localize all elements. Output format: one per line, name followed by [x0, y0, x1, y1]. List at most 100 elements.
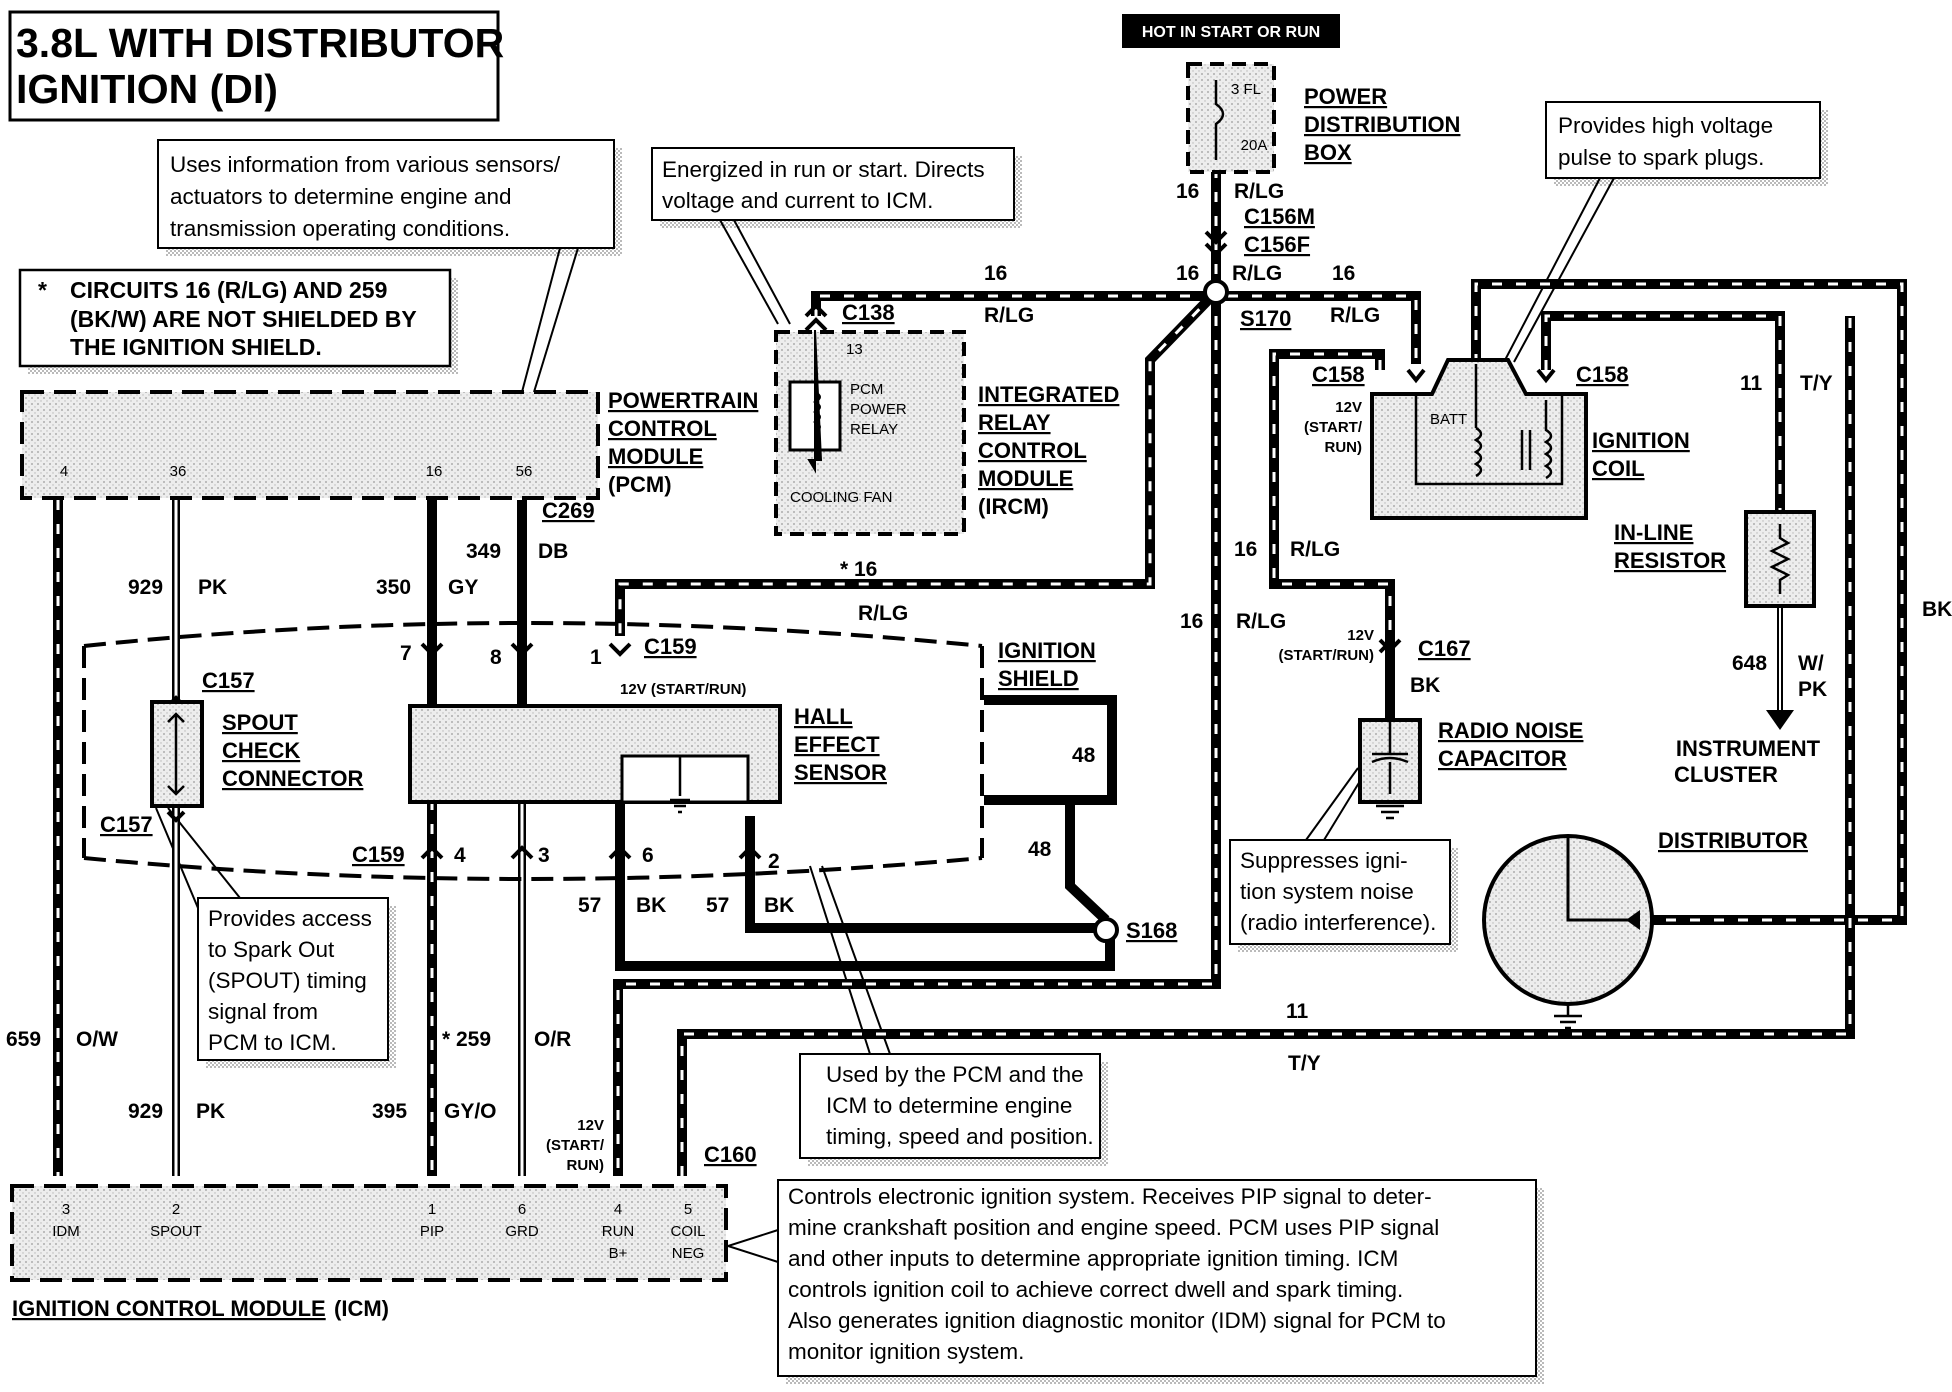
hall-effect-sensor: 12V (START/RUN) HALL EFFECT SENSOR [408, 681, 887, 814]
icm-info-callout: Controls electronic ignition system. Rec… [724, 1179, 1544, 1384]
svg-text:IGNITION CONTROL MODULE: IGNITION CONTROL MODULE [12, 1296, 326, 1321]
svg-text:O/W: O/W [76, 1028, 118, 1051]
svg-text:(BK/W) ARE NOT SHIELDED BY: (BK/W) ARE NOT SHIELDED BY [70, 306, 417, 332]
svg-text:4: 4 [60, 463, 68, 480]
svg-text:48: 48 [1072, 744, 1096, 767]
svg-text:C160: C160 [704, 1142, 757, 1167]
svg-text:(radio interference).: (radio interference). [1240, 910, 1436, 935]
svg-text:COIL: COIL [1592, 456, 1645, 481]
svg-text:(START/RUN): (START/RUN) [1278, 647, 1374, 664]
svg-text:DISTRIBUTOR: DISTRIBUTOR [1658, 828, 1808, 853]
svg-text:controls ignition coil to achi: controls ignition coil to achieve correc… [788, 1277, 1403, 1302]
svg-text:16: 16 [426, 463, 443, 480]
svg-text:BOX: BOX [1304, 140, 1352, 165]
icm-pin-number: 5 [684, 1201, 692, 1218]
wire-labels: 16 R/LG 16 R/LG 16 R/LG 16 R/LG * 16 R/L… [6, 180, 1952, 1123]
coil-info-callout: Provides high voltage pulse to spark plu… [1503, 101, 1828, 363]
svg-text:RUN): RUN) [1325, 439, 1363, 456]
svg-text:7: 7 [400, 642, 412, 665]
svg-text:CONTROL: CONTROL [608, 416, 717, 441]
svg-text:(START/: (START/ [1304, 419, 1363, 436]
pcm-module: 4 36 16 56 POWERTRAIN CONTROL MODULE (PC… [20, 388, 758, 523]
svg-text:voltage and current to ICM.: voltage and current to ICM. [662, 188, 933, 213]
in-line-resistor: IN-LINE RESISTOR [1614, 510, 1816, 608]
svg-text:* 259: * 259 [442, 1028, 491, 1051]
svg-text:RESISTOR: RESISTOR [1614, 548, 1726, 573]
svg-text:monitor ignition system.: monitor ignition system. [788, 1339, 1024, 1364]
svg-text:signal from: signal from [208, 999, 318, 1024]
splice-s168 [1093, 917, 1119, 943]
svg-text:IGNITION: IGNITION [1592, 428, 1690, 453]
svg-text:INSTRUMENT: INSTRUMENT [1676, 736, 1821, 761]
svg-text:POWER: POWER [850, 401, 907, 418]
svg-text:3 FL: 3 FL [1231, 81, 1261, 98]
svg-text:11: 11 [1286, 1000, 1309, 1023]
svg-text:395: 395 [372, 1100, 407, 1123]
svg-text:CAPACITOR: CAPACITOR [1438, 746, 1567, 771]
svg-text:Uses information from various: Uses information from various sensors/ [170, 152, 561, 177]
svg-text:O/R: O/R [534, 1028, 571, 1051]
svg-text:648: 648 [1732, 652, 1767, 675]
svg-text:SPOUT: SPOUT [222, 710, 298, 735]
svg-text:PK: PK [1798, 678, 1827, 701]
relay-info-callout: Energized in run or start. Directs volta… [651, 147, 1022, 325]
svg-text:1: 1 [590, 646, 602, 669]
connector-labels: C156M C156F S170 C159 C159 S168 C160 7 8… [352, 204, 1315, 1174]
svg-text:RELAY: RELAY [850, 421, 898, 438]
svg-text:CHECK: CHECK [222, 738, 300, 763]
radio-noise-capacitor: RADIO NOISE CAPACITOR C167 12V (START/RU… [1278, 627, 1583, 820]
distributor: DISTRIBUTOR [1482, 828, 1808, 1030]
svg-text:C157: C157 [100, 812, 153, 837]
svg-text:RELAY: RELAY [978, 410, 1051, 435]
svg-text:R/LG: R/LG [1330, 304, 1380, 327]
shielding-note: * CIRCUITS 16 (R/LG) AND 259 (BK/W) ARE … [18, 268, 458, 374]
svg-text:THE IGNITION SHIELD.: THE IGNITION SHIELD. [70, 334, 322, 360]
svg-text:Suppresses igni-: Suppresses igni- [1240, 848, 1408, 873]
svg-text:349: 349 [466, 540, 501, 563]
svg-text:PK: PK [196, 1100, 225, 1123]
svg-text:659: 659 [6, 1028, 41, 1051]
icm-pin-name: RUN [602, 1223, 635, 1240]
hall-info-callout: Used by the PCM and the ICM to determine… [799, 865, 1108, 1166]
svg-text:tion system noise: tion system noise [1240, 879, 1414, 904]
svg-text:12V: 12V [1335, 399, 1362, 416]
svg-text:(START/: (START/ [546, 1137, 605, 1154]
svg-text:CIRCUITS 16 (R/LG) AND 259: CIRCUITS 16 (R/LG) AND 259 [70, 277, 387, 303]
svg-text:COOLING FAN: COOLING FAN [790, 489, 893, 506]
svg-text:GY/O: GY/O [444, 1100, 497, 1123]
integrated-relay-control-module: 13 PCM POWER RELAY COOLING FAN C138 INTE… [774, 300, 1119, 536]
icm-pin-name-2: B+ [609, 1245, 628, 1262]
instrument-cluster: INSTRUMENT CLUSTER [1674, 710, 1821, 787]
icm-pin-name-2: NEG [672, 1245, 705, 1262]
svg-text:SENSOR: SENSOR [794, 760, 887, 785]
svg-text:EFFECT: EFFECT [794, 732, 880, 757]
svg-text:8: 8 [490, 646, 502, 669]
title-line-1: 3.8L WITH DISTRIBUTOR [16, 20, 504, 66]
svg-text:56: 56 [516, 463, 533, 480]
title-line-2: IGNITION (DI) [16, 66, 278, 112]
svg-text:Provides high voltage: Provides high voltage [1558, 113, 1773, 138]
svg-text:T/Y: T/Y [1288, 1052, 1321, 1075]
icm-pin-number: 3 [62, 1201, 70, 1218]
svg-text:C159: C159 [352, 842, 405, 867]
svg-text:Energized in run or start. Dir: Energized in run or start. Directs [662, 157, 985, 182]
svg-text:929: 929 [128, 1100, 163, 1123]
svg-text:R/LG: R/LG [858, 602, 908, 625]
svg-text:T/Y: T/Y [1800, 372, 1833, 395]
svg-text:12V (START/RUN): 12V (START/RUN) [620, 681, 746, 698]
svg-text:R/LG: R/LG [1232, 262, 1282, 285]
svg-text:16: 16 [1180, 610, 1203, 633]
svg-text:IN-LINE: IN-LINE [1614, 520, 1693, 545]
svg-text:C158: C158 [1576, 362, 1629, 387]
svg-text:16: 16 [1176, 262, 1199, 285]
svg-text:3: 3 [538, 844, 550, 867]
svg-text:BATT: BATT [1430, 411, 1467, 428]
svg-text:DISTRIBUTION: DISTRIBUTION [1304, 112, 1460, 137]
svg-text:R/LG: R/LG [1290, 538, 1340, 561]
svg-text:HALL: HALL [794, 704, 853, 729]
svg-text:PCM to ICM.: PCM to ICM. [208, 1030, 337, 1055]
svg-text:* 16: * 16 [840, 558, 877, 581]
svg-text:W/: W/ [1798, 652, 1824, 675]
svg-text:11: 11 [1740, 372, 1763, 395]
